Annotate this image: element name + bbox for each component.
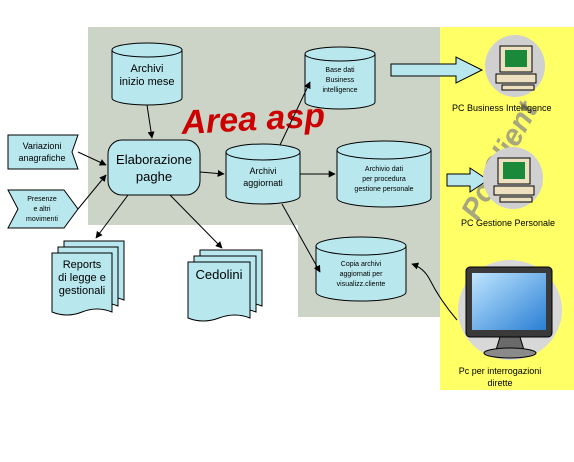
block-arrow-to-bi	[390, 56, 484, 84]
pc-icon-interrogazioni	[458, 260, 562, 360]
pc-gestione-label: PC Gestione Personale	[461, 218, 555, 228]
area-asp-label: Area asp	[179, 97, 325, 143]
reports-line3: gestionali	[59, 285, 105, 297]
doc-cedolini: Cedolini	[187, 249, 263, 322]
base-dati-line2: Business	[326, 77, 355, 84]
base-dati-line1: Base dati	[325, 67, 355, 74]
reports-line1: Reports	[63, 259, 102, 271]
cylinder-archivio-dati-gestione: Archivio dati per procedura gestione per…	[336, 140, 432, 208]
cylinder-archivi-inizio-mese: Archivi inizio mese	[111, 42, 183, 106]
variazioni-line1: Variazioni	[23, 141, 62, 151]
archivio-dati-line1: Archivio dati	[365, 166, 404, 173]
archivi-aggiornati-line1: Archivi	[249, 166, 276, 176]
copia-archivi-line2: aggiornati per	[340, 271, 383, 278]
pc-icon-gestione-personale	[483, 147, 543, 209]
block-arrow-to-gestione	[446, 167, 489, 193]
cedolini-label: Cedolini	[196, 267, 243, 282]
pc-bi-label: PC Business Intelligence	[452, 103, 552, 113]
archivi-inizio-mese-line2: inizio mese	[119, 76, 174, 88]
archivi-aggiornati-line2: aggiornati	[243, 178, 283, 188]
archivio-dati-line3: gestione personale	[354, 186, 413, 193]
cylinder-copia-archivi: Copia archivi aggiornati per visualizz.c…	[315, 236, 407, 302]
base-dati-line3: intelligence	[322, 87, 357, 94]
presenze-line3: movimenti	[26, 216, 58, 223]
elaborazione-line1: Elaborazione	[116, 152, 192, 167]
doc-reports: Reports di legge e gestionali	[51, 240, 125, 316]
flow-arrows	[77, 81, 458, 321]
process-elaborazione-paghe: Elaborazione paghe	[107, 139, 201, 196]
input-variazioni-anagrafiche: Variazioni anagrafiche	[7, 134, 79, 170]
variazioni-line2: anagrafiche	[18, 153, 65, 163]
presenze-line2: e altri	[33, 206, 51, 213]
presenze-line1: Presenze	[27, 196, 57, 203]
archivio-dati-line2: per procedura	[362, 176, 406, 183]
cylinder-base-dati-bi: Base dati Business intelligence	[304, 46, 376, 110]
input-presenze-movimenti: Presenze e altri movimenti	[7, 189, 79, 229]
pc-icon-business-intelligence	[485, 35, 545, 97]
archivi-inizio-mese-line1: Archivi	[130, 63, 163, 75]
pc-interrogazioni-line1: Pc per interrogazioni	[459, 366, 542, 376]
cylinder-archivi-aggiornati: Archivi aggiornati	[225, 143, 301, 205]
elaborazione-line2: paghe	[136, 169, 172, 184]
copia-archivi-line3: visualizz.cliente	[337, 281, 386, 288]
pc-interrogazioni-line2: dirette	[487, 378, 512, 388]
copia-archivi-line1: Copia archivi	[341, 261, 382, 268]
reports-line2: di legge e	[58, 272, 106, 284]
